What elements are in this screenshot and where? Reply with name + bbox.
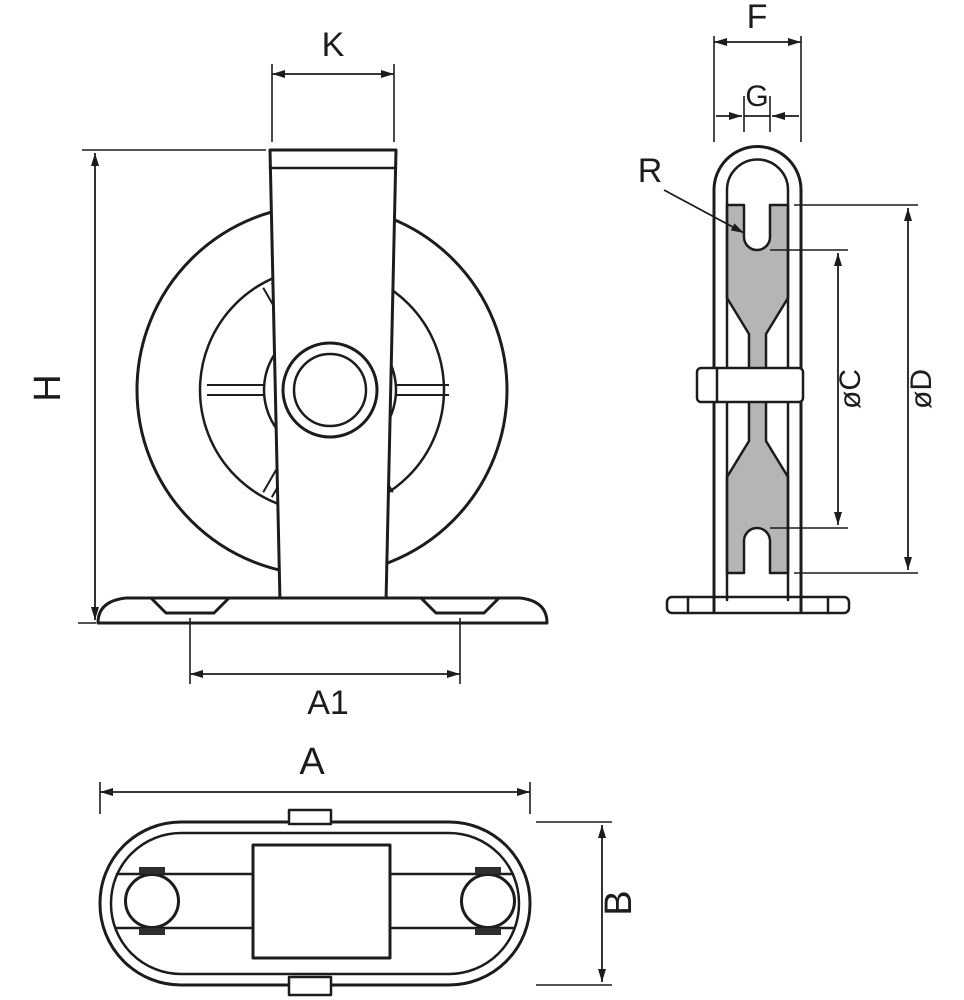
dimension-d: øD — [794, 204, 938, 574]
stem-tab-top — [287, 808, 333, 826]
plate-inner-outline — [109, 831, 521, 976]
fork-inner-outline — [725, 158, 790, 602]
axle-tab-mark — [139, 928, 165, 935]
plan-view: A B — [98, 741, 640, 997]
front-view: K H A1 — [27, 26, 549, 722]
dim-label-a: A — [299, 741, 325, 783]
dim-label-f: F — [747, 0, 768, 36]
dimension-c: øC — [770, 249, 867, 529]
dimension-f: F — [713, 0, 802, 142]
dim-label-d: øD — [905, 369, 938, 409]
dimension-k: K — [271, 26, 395, 142]
fork-outer-outline — [712, 145, 803, 613]
dimension-r: R — [638, 152, 745, 234]
dim-label-h: H — [27, 374, 69, 401]
side-view: F G R øC øD — [638, 0, 938, 615]
axle-tab-mark — [475, 928, 501, 935]
stem-tab-bottom — [287, 975, 333, 997]
mounting-slot-left — [150, 597, 230, 615]
fork-housing — [251, 843, 392, 960]
wheel-tread-right — [460, 873, 516, 929]
side-base-foot — [665, 595, 851, 615]
dimension-a: A — [99, 741, 531, 814]
dimension-b: B — [536, 821, 640, 986]
dim-label-r: R — [638, 152, 663, 190]
hub-outer-circle — [281, 341, 379, 439]
axle-tab-mark — [475, 867, 501, 874]
dim-label-g: G — [745, 80, 768, 113]
dim-label-a1: A1 — [307, 684, 349, 722]
dimension-a1: A1 — [189, 618, 461, 722]
axle-tab-mark — [139, 867, 165, 874]
dimension-g: G — [716, 80, 799, 132]
dim-label-k: K — [322, 26, 345, 64]
leader-arrow — [663, 189, 745, 234]
hub-bore-circle — [292, 352, 368, 428]
wheel-tread-left — [124, 873, 180, 929]
dim-label-c: øC — [834, 369, 867, 409]
dimension-h: H — [27, 149, 266, 624]
mounting-slot-right — [420, 597, 500, 615]
base-plate — [96, 596, 549, 625]
axle-band — [695, 366, 805, 404]
dim-label-b: B — [598, 890, 640, 915]
